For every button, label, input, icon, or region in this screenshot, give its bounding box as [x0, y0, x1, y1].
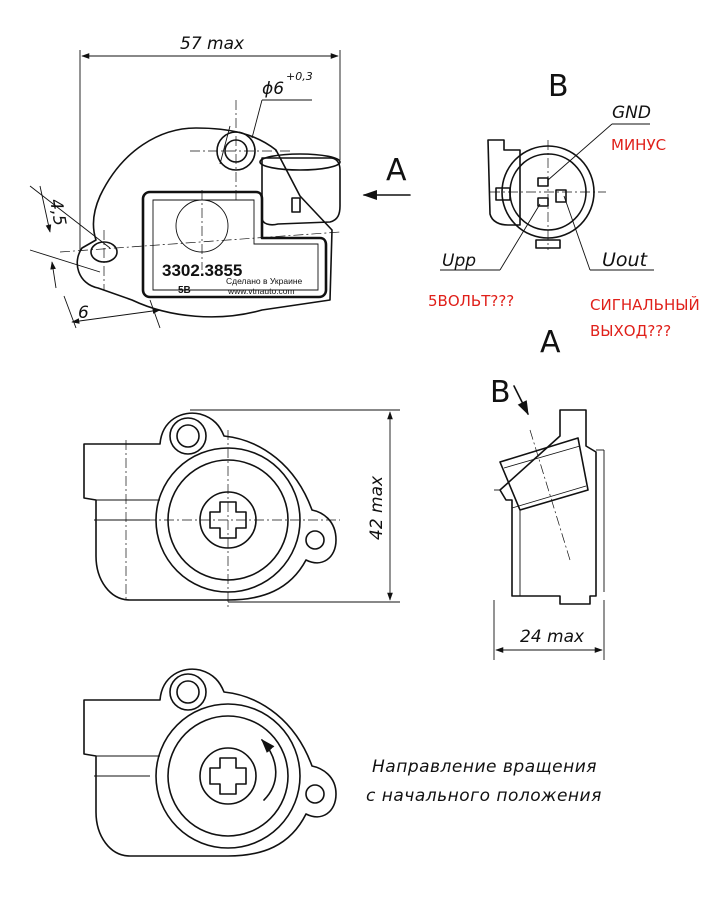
pin-gnd	[537, 177, 549, 187]
front-body-outline	[76, 127, 333, 318]
voltage-mark: 5В	[178, 285, 191, 296]
bottom-view: 42 max	[83, 409, 400, 610]
connector-side-tab	[495, 187, 511, 201]
connector-body	[261, 157, 341, 226]
signal-annotation-line2: ВЫХОД???	[590, 322, 671, 340]
rotation-rotor-inner	[167, 715, 289, 837]
five-volt-annotation: 5ВОЛЬТ???	[428, 292, 514, 310]
offset-horizontal-dimension: 6	[78, 303, 89, 323]
bottom-hole-right	[305, 530, 325, 550]
rotation-hole-outer	[169, 673, 207, 711]
rotation-hole-right	[305, 784, 325, 804]
view-b-arrow	[513, 385, 529, 416]
rotation-direction-arrow	[261, 738, 277, 801]
pin-uout	[555, 189, 567, 203]
label-plate-inner	[152, 199, 319, 291]
front-view: 3302.3855 5В Сделано в Украине www.vtnau…	[29, 34, 411, 329]
shaft-cross	[209, 501, 247, 539]
view-b-title: B	[548, 69, 569, 104]
rotation-socket	[199, 747, 257, 805]
rotation-shaft-cross	[209, 757, 247, 795]
upp-label: Upp	[442, 251, 476, 271]
width-dimension: 57 max	[180, 34, 245, 54]
rotation-rotor-outer	[155, 703, 301, 849]
connector-view: B GND Upp Uout МИНУС 5ВОЛЬТ??? СИГНАЛЬНЫ…	[428, 69, 700, 340]
side-connector	[499, 437, 589, 511]
website-text: www.vtnauto.com	[227, 286, 295, 296]
rotation-body-outline	[83, 668, 337, 857]
part-number: 3302.3855	[162, 261, 242, 280]
hole-diameter: ϕ6	[262, 79, 284, 99]
rotation-view: Направление вращения с начального положе…	[83, 668, 602, 857]
view-b-label-side: B	[490, 375, 511, 410]
offset-vertical-dimension: 4,5	[45, 197, 69, 227]
signal-annotation-line1: СИГНАЛЬНЫЙ	[590, 295, 700, 314]
uout-label: Uout	[602, 249, 649, 271]
rotation-note-line1: Направление вращения	[372, 757, 597, 777]
connector-latch	[291, 197, 301, 213]
view-a-label-top: A	[386, 153, 407, 188]
rotation-note-line2: с начального положения	[366, 786, 602, 806]
bottom-hole-outer	[169, 417, 207, 455]
side-body	[499, 409, 597, 605]
connector-housing	[487, 139, 521, 226]
hole-tolerance: +0,3	[286, 70, 313, 83]
minus-annotation: МИНУС	[611, 136, 666, 154]
bottom-hole-inner	[176, 424, 200, 448]
connector-rim	[259, 153, 341, 171]
made-in-text: Сделано в Украине	[226, 276, 303, 286]
gnd-label: GND	[612, 103, 651, 123]
depth-dimension: 24 max	[520, 627, 585, 647]
height-dimension: 42 max	[367, 475, 387, 540]
rotation-hole-inner	[176, 680, 200, 704]
view-a-label-side: A	[540, 325, 561, 360]
side-view: A B 24 max	[490, 325, 605, 660]
